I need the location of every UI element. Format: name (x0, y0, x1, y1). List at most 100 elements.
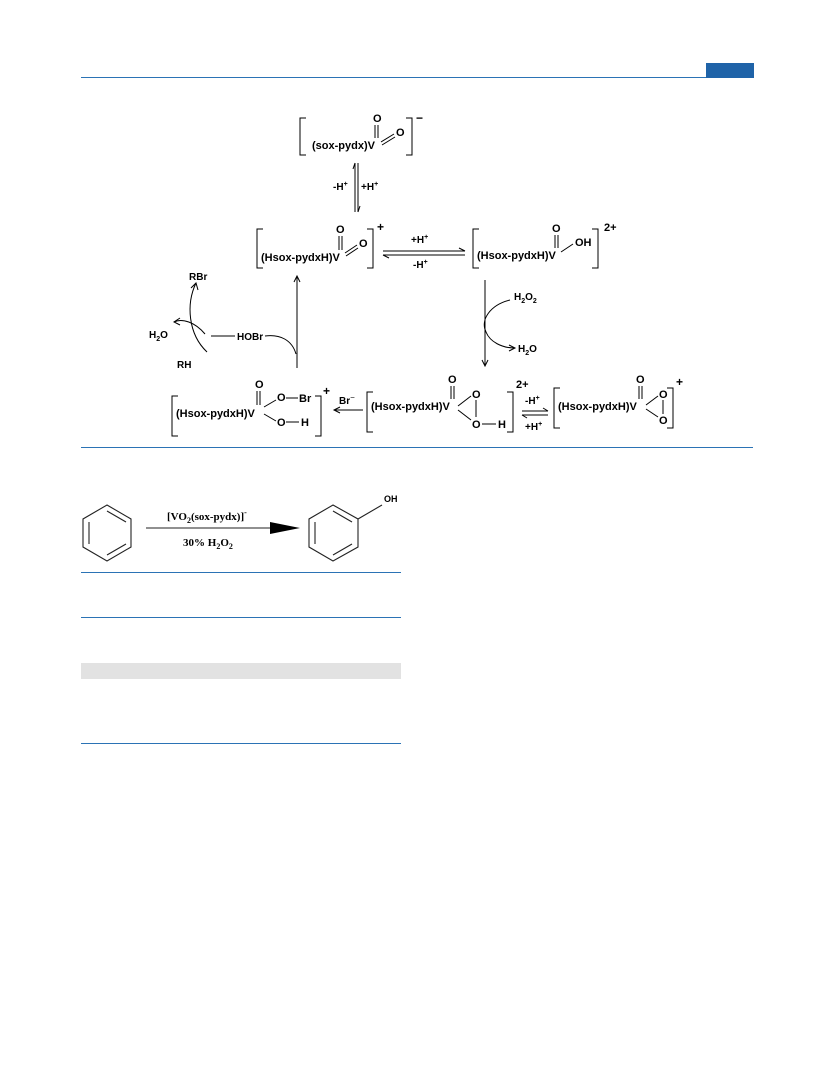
bromine-atom: Br (299, 393, 312, 405)
complex-mid-left: (Hsox-pydxH)V O O + (256, 220, 384, 269)
peroxo-bond (645, 408, 659, 418)
bracket-left (299, 117, 306, 156)
double-bond (106, 510, 127, 523)
oxo-atom: O (636, 374, 645, 386)
bracket-left (553, 387, 560, 429)
section-tab-marker (706, 63, 754, 78)
double-bond (332, 543, 353, 556)
complex-label: (Hsox-pydxH)V (176, 408, 256, 420)
arrow-head (190, 282, 199, 291)
bracket-right (315, 395, 322, 437)
bracket-left (256, 228, 263, 269)
oxo-atom: O (373, 113, 382, 125)
bottom-equilibrium: -H+ +H+ (521, 395, 549, 433)
eq-label-bottom: +H+ (525, 421, 542, 433)
peroxide-addition-step: H2O2 H2O (481, 280, 537, 368)
o-bond (263, 399, 277, 408)
charge-label: 2+ (604, 222, 617, 234)
bracket-right (592, 228, 599, 269)
bracket-left (366, 391, 373, 433)
arrow-head (481, 359, 489, 368)
bracket-right (406, 117, 413, 156)
header-rule (81, 77, 753, 78)
arrow-head (458, 247, 466, 252)
eq-label-bottom: -H+ (413, 259, 428, 271)
water-label: H2O (149, 330, 168, 343)
complex-bottom-left: (Hsox-pydxH)V O O Br O H + (171, 379, 330, 437)
phenol-ring: OH (308, 494, 398, 562)
water-curve (173, 320, 206, 335)
rh-label: RH (177, 360, 191, 371)
bromide-step: Br− (332, 393, 363, 414)
oxo-atom: O (336, 224, 345, 236)
horizontal-equilibrium: +H+ -H+ (382, 234, 466, 271)
charge-label: + (323, 384, 330, 398)
reaction-arrow: [VO2(sox-pydx)]- 30% H2O2 (146, 508, 300, 551)
bracket-left (171, 395, 178, 437)
ring-outline (308, 504, 359, 562)
oxo-atom: O (448, 374, 457, 386)
oxo-bond (345, 247, 359, 257)
oxo-atom: O (396, 127, 405, 139)
bracket-right (667, 387, 674, 429)
arrow-head (293, 274, 301, 283)
curved-arrow (264, 335, 297, 355)
complex-bottom-mid: (Hsox-pydxH)V O O O H 2+ (366, 374, 529, 433)
complex-top: (sox-pydx)V O O − (299, 111, 423, 156)
eq-label-right: +H+ (361, 181, 378, 193)
oxo-atom: O (552, 223, 561, 235)
arrow-head (173, 317, 181, 326)
curved-arrow (483, 299, 516, 349)
charge-label: 2+ (516, 379, 529, 391)
hobr-label: HOBr (237, 332, 263, 343)
benzene-ring (82, 504, 132, 562)
peroxo-oxygen: O (659, 389, 668, 401)
arrow-head (270, 522, 300, 534)
arrow-head (382, 254, 390, 259)
ring-outline (82, 504, 132, 562)
complex-label: (Hsox-pydxH)V (477, 250, 557, 262)
complex-label: (Hsox-pydxH)V (371, 401, 451, 413)
bromination-cycle: RBr H2O RH HOBr (149, 272, 263, 371)
catalytic-cycle-scheme: (sox-pydx)V O O − -H+ +H+ (Hsox-pydxH)V … (149, 111, 683, 437)
charge-label: + (676, 375, 683, 389)
complex-mid-right: (Hsox-pydxH)V O OH 2+ (472, 222, 617, 269)
o-bond (263, 413, 277, 422)
hydrogen-atom: H (498, 419, 506, 431)
reaction-bottom-rule (81, 572, 401, 573)
oxygen-atom: O (277, 392, 286, 404)
cycle-curve (189, 282, 208, 353)
table-bottom-rule (81, 743, 401, 744)
complex-bottom-right: (Hsox-pydxH)V O O O + (553, 374, 683, 429)
complex-label: (sox-pydx)V (312, 140, 376, 152)
peroxo-oxygen: O (472, 389, 481, 401)
eq-label-top: +H+ (411, 234, 428, 246)
oxo-bond (380, 133, 395, 143)
oxo-atom: O (359, 238, 368, 250)
oxo-bond (381, 136, 396, 146)
vertical-equilibrium: -H+ +H+ (333, 162, 378, 213)
double-bond (106, 543, 127, 556)
oh-bond (560, 243, 574, 253)
peroxo-bond (457, 409, 472, 421)
peroxo-bond (645, 395, 659, 406)
complex-label: (Hsox-pydxH)V (261, 252, 341, 264)
hydrogen-atom: H (301, 417, 309, 429)
peroxo-oxygen: O (472, 419, 481, 431)
table-top-rule (81, 617, 401, 618)
table-header-band (81, 663, 401, 679)
arrow-head (357, 205, 361, 213)
charge-label: + (377, 220, 384, 234)
peroxo-oxygen: O (659, 415, 668, 427)
oxidant-label: 30% H2O2 (183, 537, 233, 551)
reagent-label: H2O2 (514, 292, 537, 305)
hydroxo-group: OH (575, 237, 592, 249)
product-label: H2O (518, 344, 537, 357)
bromide-label: Br− (339, 393, 355, 407)
bracket-left (472, 228, 479, 269)
oxo-atom: O (255, 379, 264, 391)
eq-label-left: -H+ (333, 181, 348, 193)
bracket-right (367, 228, 374, 269)
eq-label-top: -H+ (525, 395, 540, 407)
charge-label: − (416, 111, 423, 125)
